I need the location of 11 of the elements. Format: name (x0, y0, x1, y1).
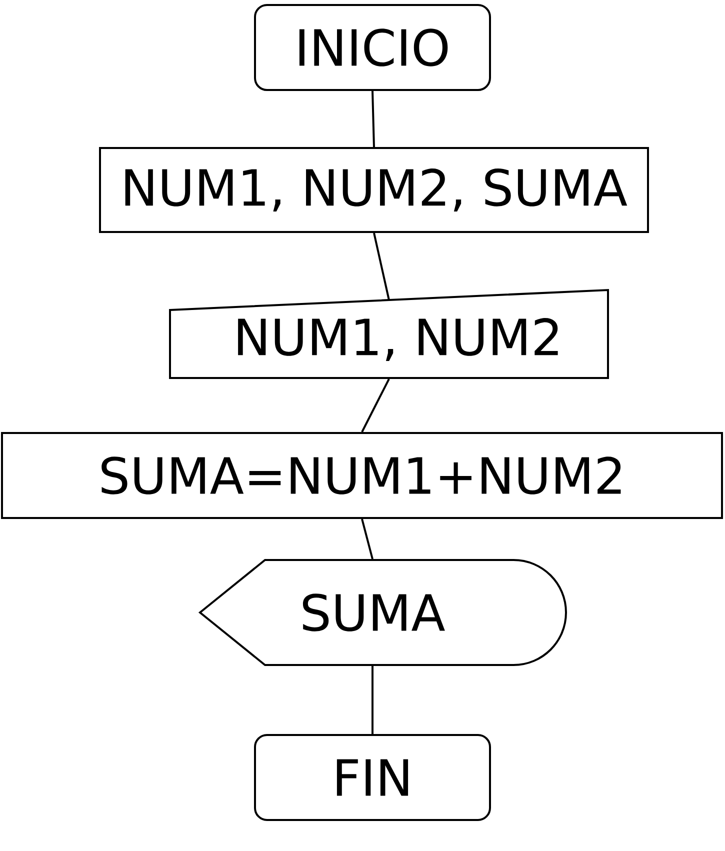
display-box: SUMA (199, 559, 567, 666)
connector-line (361, 378, 390, 432)
input-box: NUM1, NUM2 (169, 288, 609, 379)
connector-line (373, 232, 390, 300)
connector-line (361, 518, 374, 560)
process-box: NUM1, NUM2, SUMA (99, 147, 649, 233)
connector-line (372, 666, 374, 734)
process-box: SUMA=NUM1+NUM2 (1, 432, 723, 519)
terminal-box: FIN (254, 734, 491, 821)
terminal-box: INICIO (254, 4, 491, 91)
connector-line (372, 90, 375, 148)
